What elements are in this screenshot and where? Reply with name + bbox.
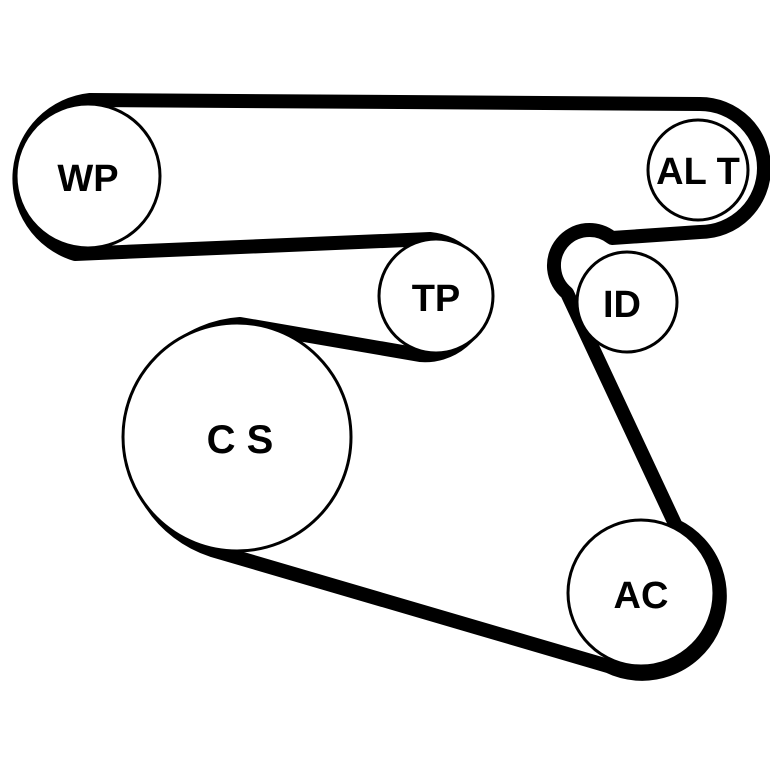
pulley-id [575,250,679,354]
pulley-tp [377,237,495,355]
pulley-label-id: ID [603,284,641,326]
pulley-label-alt: AL T [656,151,740,193]
pulley-label-tp: TP [412,278,461,320]
pulley-alt [646,118,750,222]
pulley-ac [566,518,716,668]
pulley-cs [121,321,353,553]
pulley-label-cs: C S [207,418,274,462]
pulley-label-wp: WP [57,158,118,200]
pulley-label-ac: AC [614,575,669,617]
pulley-wp [14,102,162,250]
